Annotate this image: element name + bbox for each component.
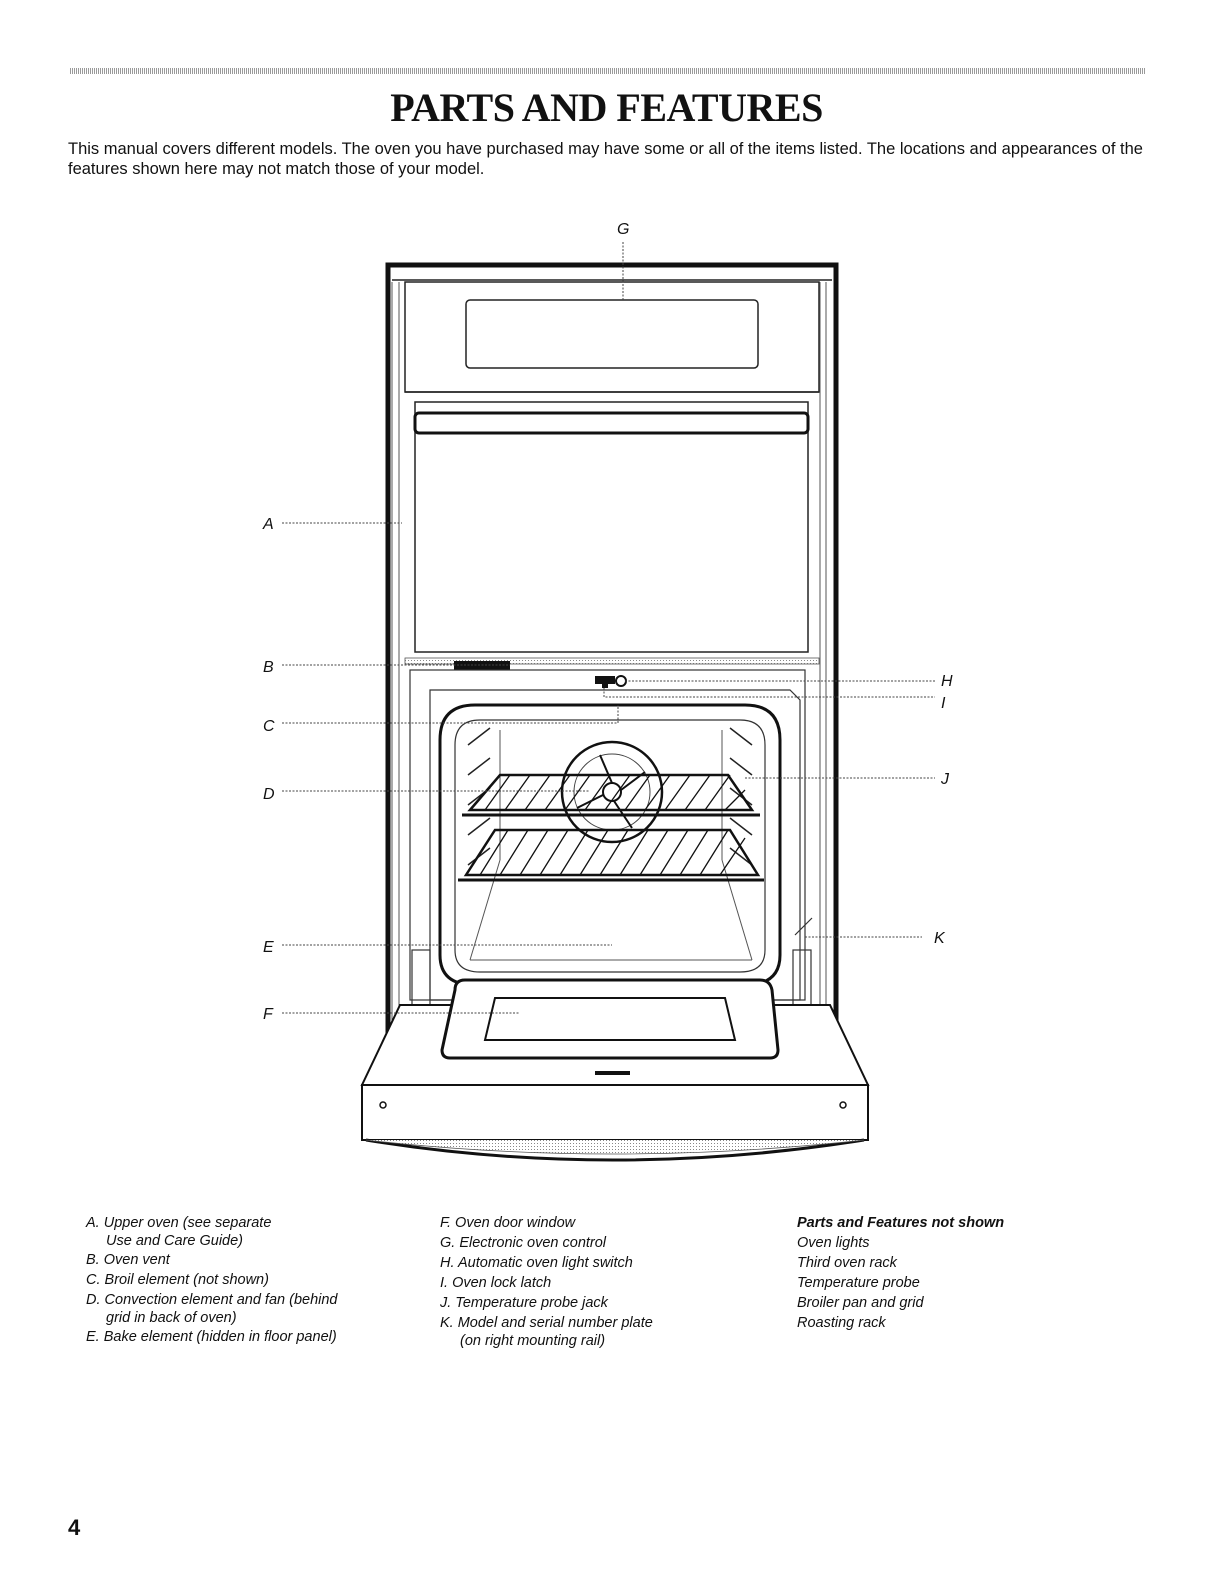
rack-supports	[467, 727, 753, 866]
callout-i: I	[941, 695, 946, 712]
legend-item-k: K. Model and serial number plate (on rig…	[440, 1315, 653, 1349]
convection-fan	[560, 740, 664, 844]
legend-item-c: C. Broil element (not shown)	[86, 1272, 269, 1288]
legend-column-2: F. Oven door window G. Electronic oven c…	[440, 1213, 760, 1350]
legend-item-j: J. Temperature probe jack	[440, 1295, 608, 1311]
legend-item-h: H. Automatic oven light switch	[440, 1255, 633, 1271]
lower-oven-rack	[458, 828, 764, 882]
oven-diagram: G A B H I C J D K E F	[262, 221, 953, 1162]
callout-d: D	[263, 786, 275, 803]
legend-item-e: E. Bake element (hidden in floor panel)	[86, 1329, 337, 1345]
not-shown-item: Roasting rack	[797, 1315, 886, 1331]
right-mounting-rail	[792, 949, 812, 1006]
callout-a: A	[262, 516, 274, 533]
intro-paragraph: This manual covers different models. The…	[68, 140, 1143, 178]
lower-oven-door-open	[360, 978, 870, 1162]
callout-f: F	[263, 1006, 274, 1023]
not-shown-item: Third oven rack	[797, 1255, 897, 1271]
left-mounting-rail	[411, 949, 431, 1006]
callout-leaders	[282, 242, 935, 1014]
callout-h: H	[941, 673, 953, 690]
legend-item-d: D. Convection element and fan (behind gr…	[86, 1292, 338, 1326]
legend-item-b: B. Oven vent	[86, 1252, 170, 1268]
page-number: 4	[68, 1515, 81, 1540]
not-shown-heading: Parts and Features not shown	[797, 1215, 1005, 1231]
callout-e: E	[263, 939, 274, 956]
callout-j: J	[940, 771, 950, 788]
legend-column-1: A. Upper oven (see separate Use and Care…	[86, 1213, 396, 1347]
not-shown-item: Broiler pan and grid	[797, 1295, 924, 1311]
upper-oven-door	[404, 401, 820, 665]
top-dotted-rule	[70, 68, 1145, 74]
not-shown-item: Temperature probe	[797, 1275, 920, 1291]
legend-item-i: I. Oven lock latch	[440, 1275, 552, 1291]
oven-cavity	[438, 703, 782, 987]
legend-item-a: A. Upper oven (see separate Use and Care…	[86, 1215, 272, 1249]
callout-b: B	[263, 659, 274, 676]
legend-column-3: Parts and Features not shown Oven lights…	[797, 1213, 1077, 1333]
model-plate	[794, 917, 813, 936]
callout-c: C	[263, 718, 275, 735]
electronic-oven-control	[465, 299, 759, 369]
light-switch	[615, 675, 627, 687]
page-title: PARTS AND FEATURES	[390, 85, 823, 130]
callout-g: G	[617, 221, 629, 238]
callout-k: K	[934, 930, 946, 947]
not-shown-item: Oven lights	[797, 1235, 870, 1251]
legend-item-g: G. Electronic oven control	[440, 1235, 607, 1251]
oven-lock-latch	[595, 676, 615, 688]
upper-oven-rack	[462, 773, 760, 817]
legend-item-f: F. Oven door window	[440, 1215, 576, 1231]
